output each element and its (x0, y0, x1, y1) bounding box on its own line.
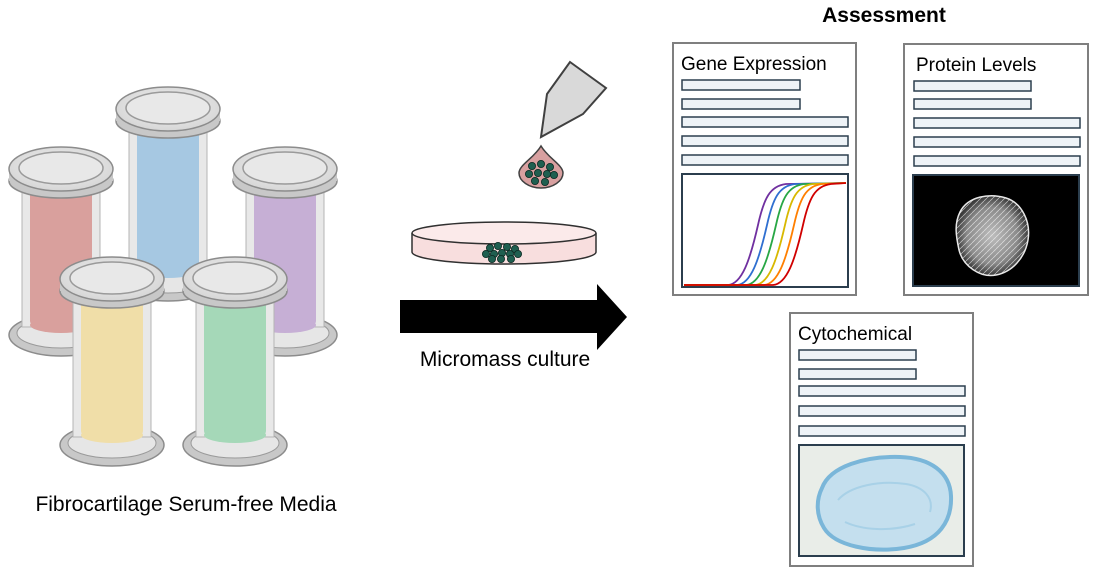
amplification-curve (684, 182, 847, 286)
gene-expression-title: Gene Expression (681, 54, 827, 75)
petri-dish-icon (411, 221, 597, 265)
tube-yellow (59, 256, 165, 467)
text-line-placeholder (681, 79, 801, 91)
cell (496, 254, 505, 263)
tube-green (182, 256, 288, 467)
cytochemical-title: Cytochemical (798, 324, 912, 345)
cell (514, 249, 523, 258)
amplification-curves (684, 182, 847, 286)
text-line-placeholder (798, 425, 966, 437)
cell (550, 170, 559, 179)
gene-expression-panel: Gene Expression (672, 42, 857, 296)
amplification-curve (684, 182, 847, 286)
protein-text-lines (913, 80, 1081, 167)
alcian-stain-section-icon (815, 454, 954, 552)
cell (506, 254, 515, 263)
cell (493, 241, 502, 250)
cell (546, 162, 555, 171)
cell (525, 169, 534, 178)
text-line-placeholder (913, 80, 1032, 92)
text-line-placeholder (681, 135, 849, 147)
text-line-placeholder (913, 136, 1081, 148)
cytochemical-panel: Cytochemical (789, 312, 974, 567)
micromass-cells (481, 241, 523, 263)
amplification-curve (684, 182, 847, 286)
text-line-placeholder (798, 368, 917, 380)
cell (485, 243, 494, 252)
cell (528, 161, 537, 170)
pipette-icon (539, 60, 608, 139)
assessment-title: Assessment (822, 4, 946, 27)
cyto-text-lines (798, 349, 966, 437)
cell (481, 249, 490, 258)
amplification-curve (684, 182, 847, 286)
text-line-placeholder (681, 154, 849, 166)
process-arrow (400, 284, 627, 350)
media-label: Fibrocartilage Serum-free Media (35, 493, 336, 516)
culture-label: Micromass culture (420, 348, 590, 371)
amplification-curve (684, 182, 847, 286)
amplification-curve (684, 182, 847, 286)
text-line-placeholder (798, 405, 966, 417)
cell (541, 177, 550, 186)
text-line-placeholder (798, 385, 966, 397)
cell (534, 168, 543, 177)
cell (487, 254, 496, 263)
cell-droplet-icon (518, 144, 564, 189)
protein-levels-title: Protein Levels (916, 55, 1036, 76)
text-line-placeholder (681, 98, 801, 110)
cell (531, 176, 540, 185)
text-line-placeholder (798, 349, 917, 361)
text-line-placeholder (913, 98, 1032, 110)
cell (502, 242, 511, 251)
stained-pellet-icon (955, 195, 1030, 277)
cell (543, 169, 552, 178)
protein-levels-panel: Protein Levels (903, 43, 1089, 296)
cell (537, 159, 546, 168)
text-line-placeholder (913, 117, 1081, 129)
gene-text-lines (681, 79, 849, 166)
media-tubes (8, 86, 338, 467)
text-line-placeholder (681, 116, 849, 128)
text-line-placeholder (913, 155, 1081, 167)
